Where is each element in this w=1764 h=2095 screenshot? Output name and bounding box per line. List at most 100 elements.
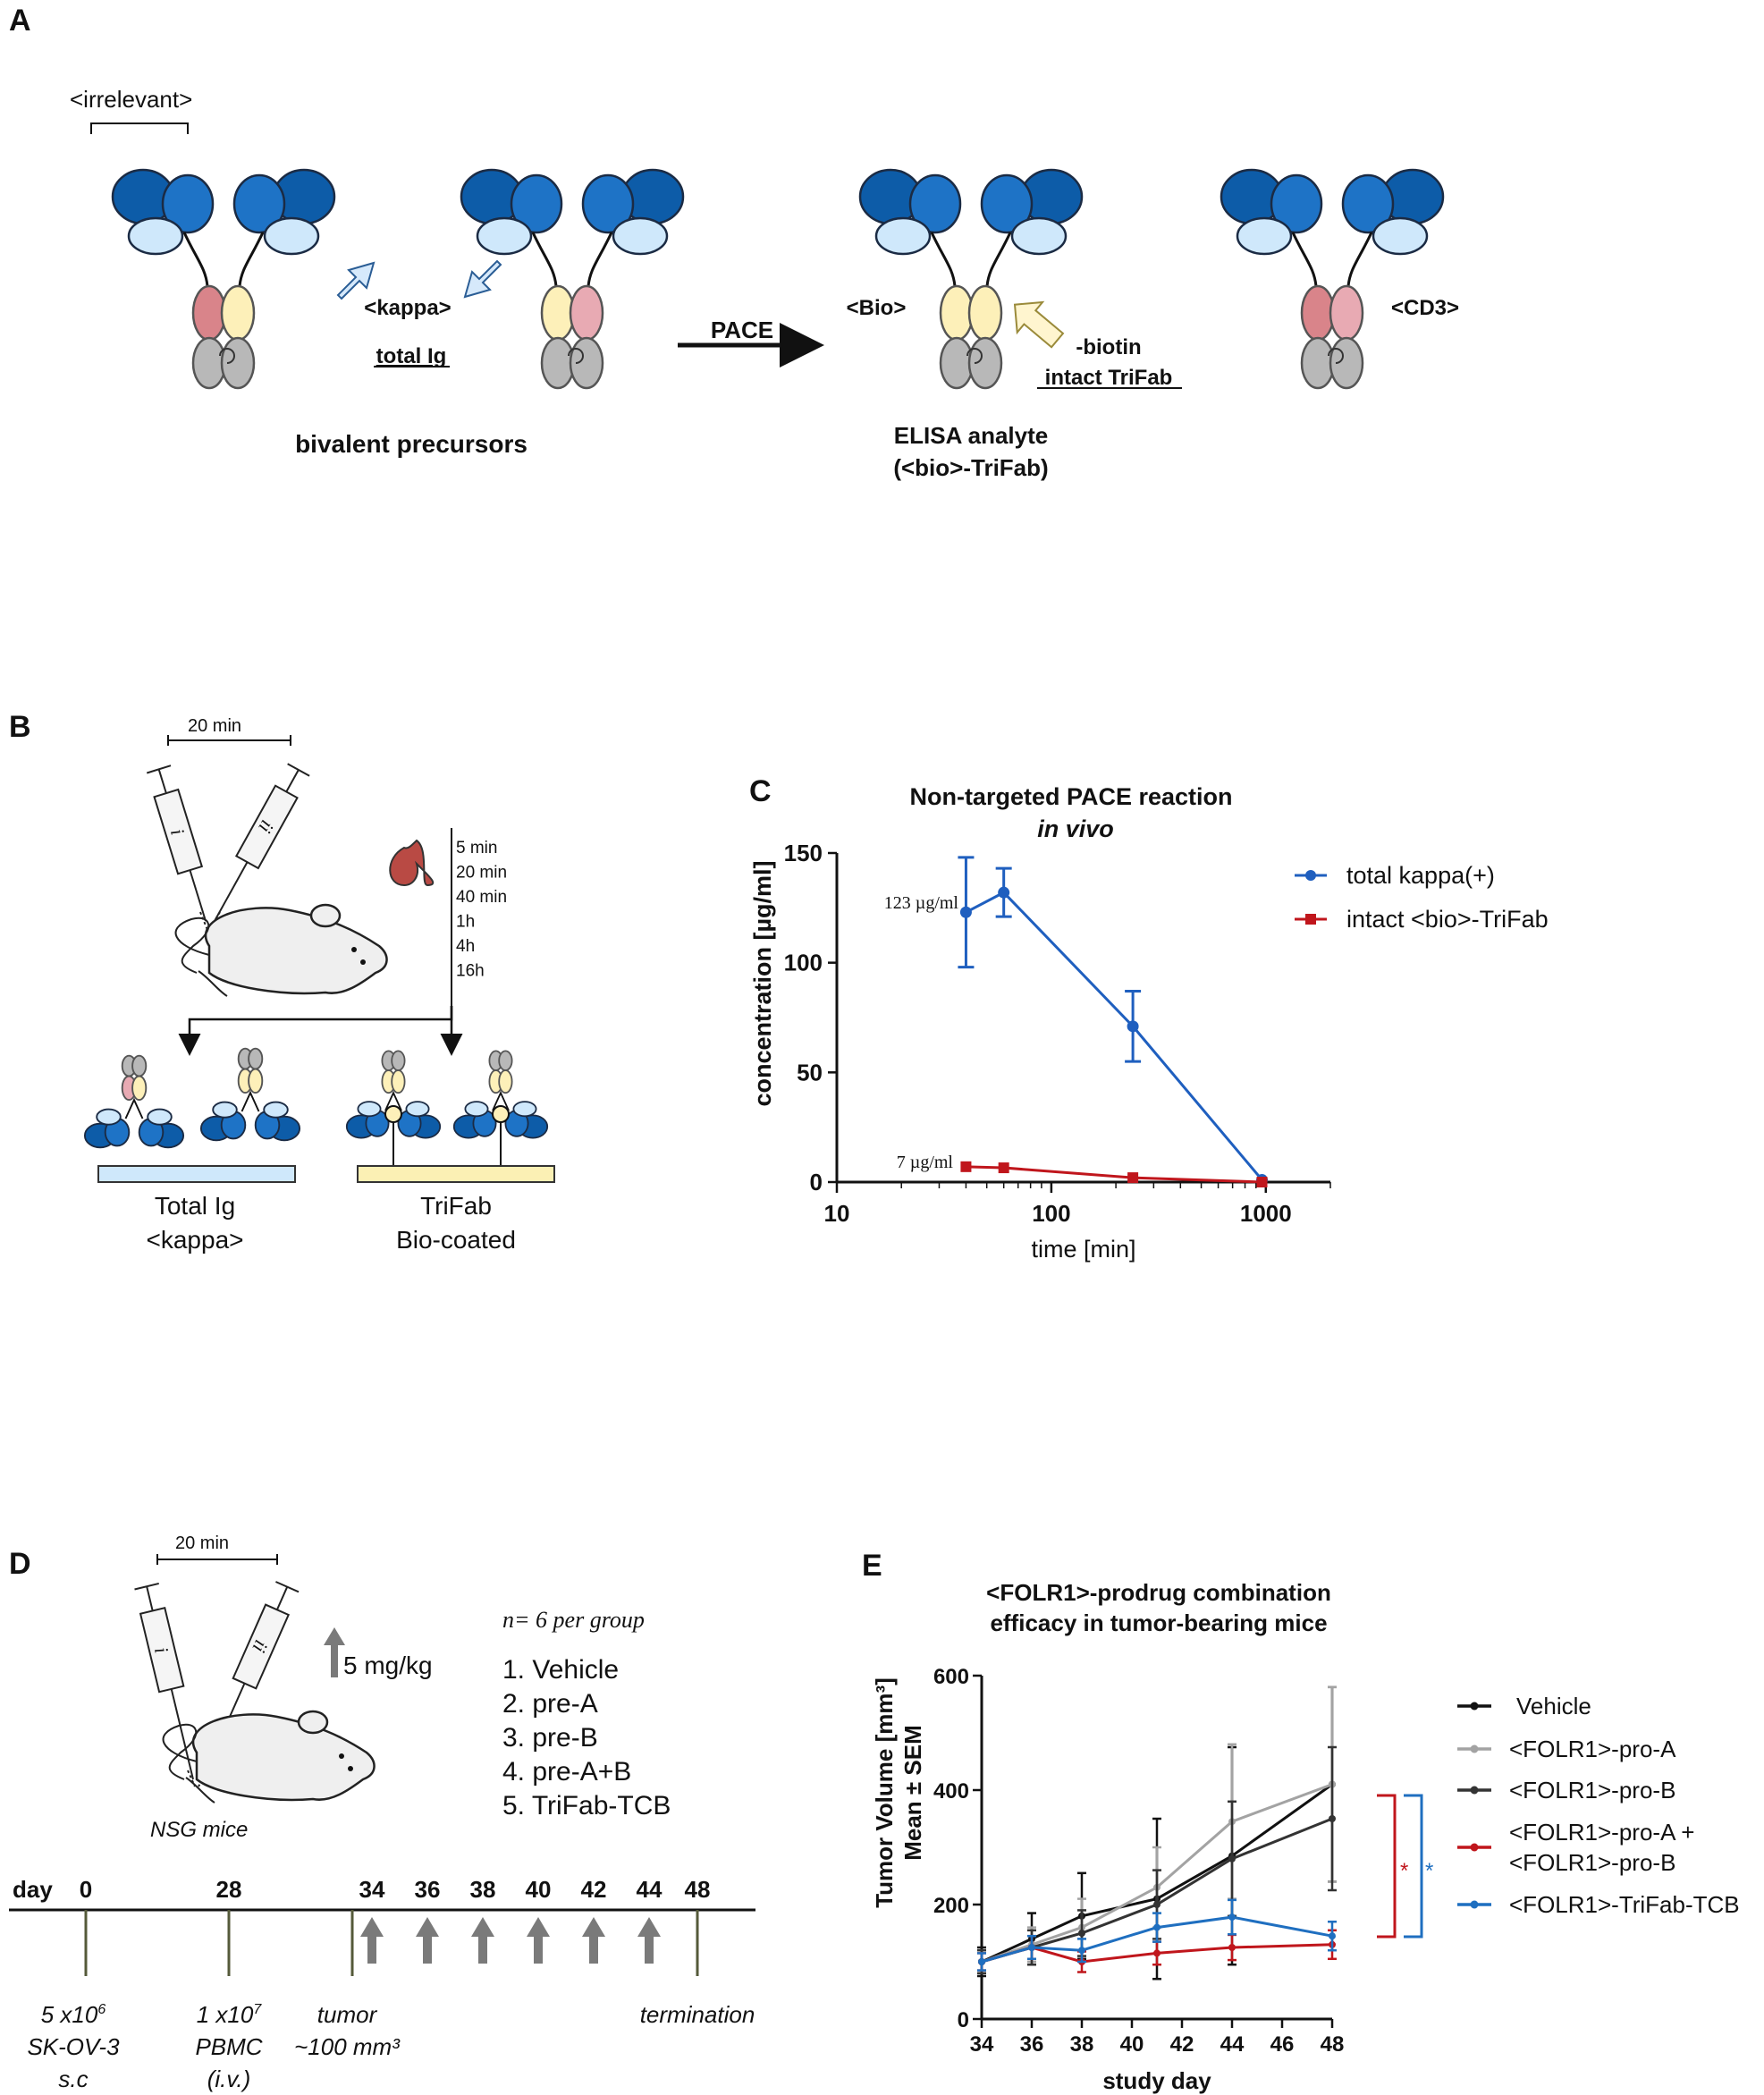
antibodies-row-a xyxy=(111,168,1445,390)
note-tumor-2: ~100 mm³ xyxy=(294,2033,401,2060)
day-tick-label: 34 xyxy=(359,1876,385,1903)
chart-e-ytick-label: 400 xyxy=(933,1779,969,1804)
annotation-7: 7 µg/ml xyxy=(897,1153,954,1172)
chart-c-xtick-label: 100 xyxy=(1032,1200,1070,1227)
mouse-icon xyxy=(174,903,388,997)
note-cells-3: s.c xyxy=(58,2065,88,2092)
cd3-label: <CD3> xyxy=(1391,296,1459,320)
day-tick-label: 44 xyxy=(637,1876,663,1903)
chart-e-point xyxy=(1153,1901,1161,1908)
panel-c: C Non-targeted PACE reaction in vivo 050… xyxy=(749,774,1549,1263)
day-tick-label: 40 xyxy=(526,1876,552,1903)
plate-total-ig xyxy=(97,1165,296,1183)
intact-trifab-label: intact TriFab xyxy=(1045,366,1173,390)
sig-bracket-red xyxy=(1377,1794,1397,1939)
syringe-icon: i xyxy=(134,1582,194,1780)
chart-e-point xyxy=(978,1958,985,1965)
arrow-to-plate-1 xyxy=(178,1006,453,1056)
group-item: 5. TriFab-TCB xyxy=(502,1791,671,1820)
legend-e-label: Vehicle xyxy=(1516,1693,1591,1719)
kappa-arrow-right-icon xyxy=(463,259,502,299)
note-cells-1: 5 x106 xyxy=(41,2001,106,2028)
irrelevant-label: <irrelevant> xyxy=(70,86,192,113)
chart-c-point xyxy=(960,1161,972,1172)
biotin-bead-icon xyxy=(492,1105,510,1123)
significance-brackets: * * xyxy=(1377,1794,1433,1939)
chart-c-series-line xyxy=(966,1165,1262,1184)
panel-b-letter: B xyxy=(9,710,31,744)
day-tick-label: 38 xyxy=(470,1876,496,1903)
elisa-analyte-label: ELISA analyte xyxy=(894,422,1048,449)
plate-trifab xyxy=(357,1165,555,1183)
nsg-mice-label: NSG mice xyxy=(150,1818,248,1842)
legend-e-marker xyxy=(1470,1744,1479,1753)
chart-c-xtick-label: 10 xyxy=(824,1200,850,1227)
biotin-arrow-icon xyxy=(1013,300,1065,349)
panel-e-letter: E xyxy=(862,1549,882,1583)
legend-e-marker xyxy=(1470,1900,1479,1909)
interval-label-d: 20 min xyxy=(175,1533,229,1553)
group-item: 4. pre-A+B xyxy=(502,1757,631,1787)
antibody-icon xyxy=(1220,168,1445,390)
mouse-b-icon xyxy=(174,903,388,997)
panel-d-letter: D xyxy=(9,1547,31,1581)
panel-a-letter: A xyxy=(9,4,31,38)
legend-c-marker-1 xyxy=(1305,870,1316,881)
legend-e-marker xyxy=(1470,1702,1479,1711)
chart-c-legend: total kappa(+) intact <bio>-TriFab xyxy=(1295,862,1549,933)
timepoint-label: 16h xyxy=(456,962,485,981)
chart-c-ytick-label: 150 xyxy=(784,840,823,866)
chart-e-point xyxy=(1329,1815,1336,1822)
chart-e-point xyxy=(1329,1932,1336,1940)
legend-e-label: <FOLR1>-pro-B xyxy=(1509,1849,1675,1876)
chart-e-ytick-label: 200 xyxy=(933,1894,969,1918)
chart-c-point xyxy=(1127,1172,1139,1184)
dose-arrow-icon xyxy=(416,1917,439,1964)
group-item: 2. pre-A xyxy=(502,1689,598,1719)
chart-e-title: <FOLR1>-prodrug combination xyxy=(986,1579,1331,1606)
elisa-analyte-sub: (<bio>-TriFab) xyxy=(893,454,1048,481)
chart-c-point xyxy=(1127,1020,1139,1033)
timepoint-label: 40 min xyxy=(456,888,507,907)
pace-label: PACE xyxy=(711,317,773,343)
group-item: 3. pre-B xyxy=(502,1723,598,1753)
timeline-notes: 5 x106 SK-OV-3 s.c 1 x107 PBMC (i.v.) tu… xyxy=(27,2001,755,2092)
chart-e-xtick-label: 34 xyxy=(970,2032,994,2057)
chart-e-point xyxy=(1228,1944,1236,1951)
mouse-icon xyxy=(162,1710,376,1804)
syringe-icon: ii xyxy=(214,763,310,922)
day-label: day xyxy=(13,1876,53,1903)
sig-bracket-blue xyxy=(1404,1794,1423,1939)
legend-c-marker-2 xyxy=(1305,914,1316,925)
timepoint-label: 4h xyxy=(456,937,475,956)
total-ig-label: total Ig xyxy=(376,344,447,368)
note-pbmc-2: PBMC xyxy=(195,2033,262,2060)
chart-e-point xyxy=(1228,1854,1236,1863)
legend-e-label: <FOLR1>-pro-B xyxy=(1509,1777,1675,1804)
day-tick-label: 36 xyxy=(415,1876,441,1903)
bivalent-precursors-label: bivalent precursors xyxy=(295,430,528,458)
interval-bracket-b xyxy=(167,735,291,746)
note-cells-2: SK-OV-3 xyxy=(27,2033,120,2060)
interval-bracket-d xyxy=(156,1554,278,1565)
chart-c-ytick-label: 0 xyxy=(810,1169,823,1195)
chart-e-ylabel2: Mean ± SEM xyxy=(899,1725,926,1861)
chart-c-point xyxy=(1256,1177,1268,1187)
interval-label-b: 20 min xyxy=(188,716,241,736)
day-tick-label: 42 xyxy=(581,1876,607,1903)
irrelevant-bracket xyxy=(90,122,189,134)
chart-e-point xyxy=(1078,1930,1085,1937)
chart-c-series-line xyxy=(965,891,1263,1181)
n-per-group: n= 6 per group xyxy=(502,1607,645,1633)
chart-e-xlabel: study day xyxy=(1102,2067,1211,2094)
legend-e-marker xyxy=(1470,1843,1479,1852)
chart-e-xtick-label: 36 xyxy=(1020,2032,1044,2057)
legend-e-label: <FOLR1>-pro-A + xyxy=(1509,1819,1694,1846)
